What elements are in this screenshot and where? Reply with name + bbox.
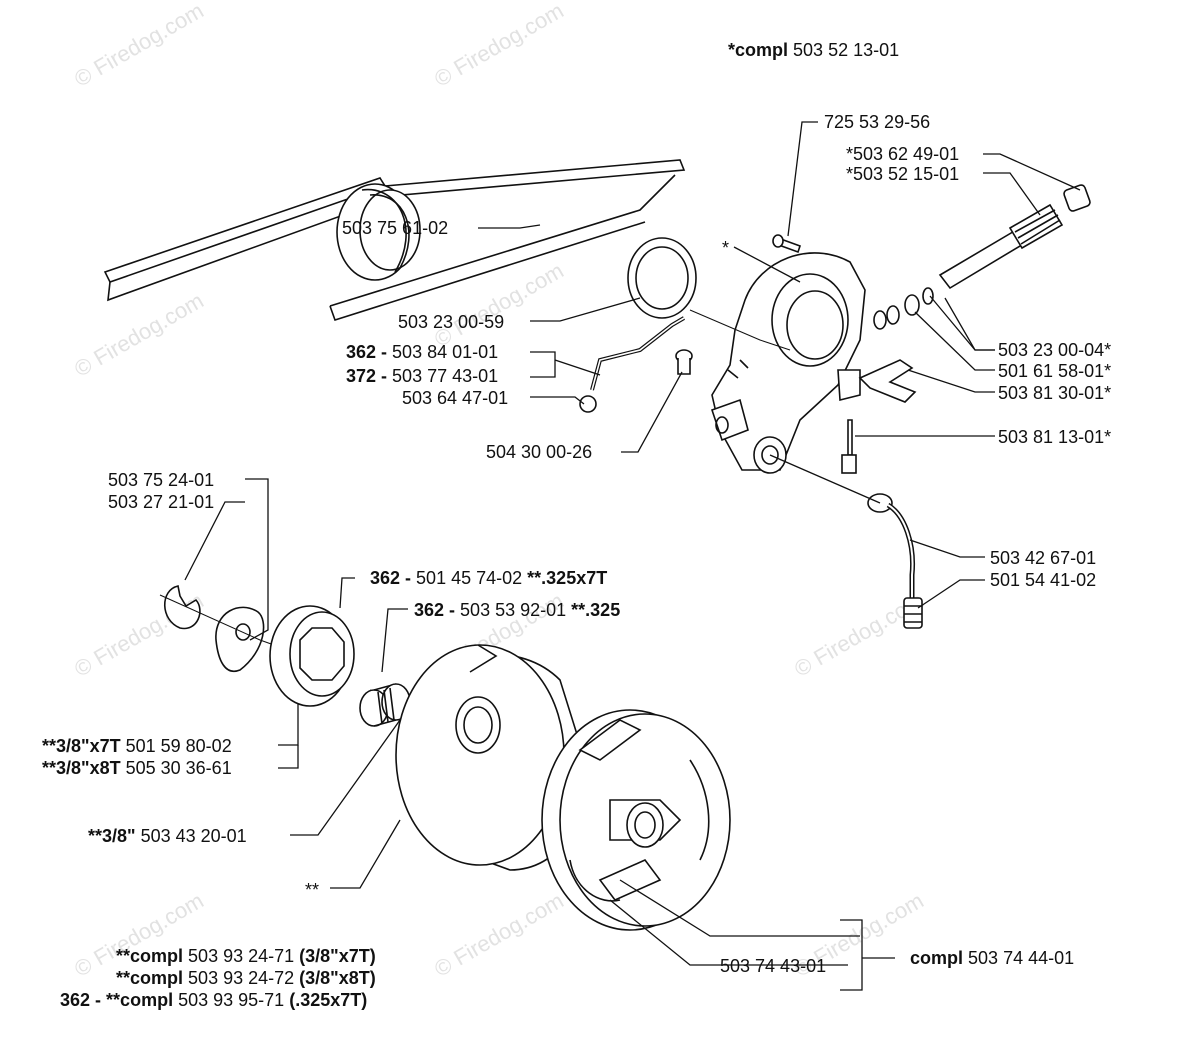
part-label: ** bbox=[305, 880, 320, 900]
oil-pipe-part bbox=[590, 316, 686, 391]
drive-plate-part bbox=[103, 159, 686, 321]
e-clip-part bbox=[164, 585, 201, 630]
part-label: *503 62 49-01 bbox=[846, 144, 960, 164]
compl-clutch-label: compl 503 74 44-01 bbox=[910, 948, 1075, 968]
part-label: 362 - 501 45 74-02 **.325x7T bbox=[370, 568, 608, 588]
part-label: 372 - 503 77 43-01 bbox=[346, 366, 499, 386]
seal-washers-part bbox=[873, 287, 934, 330]
part-label: 501 61 58-01* bbox=[998, 361, 1112, 381]
clutch-part bbox=[541, 709, 731, 931]
oil-pump-housing-part bbox=[710, 252, 866, 474]
part-label: 503 64 47-01 bbox=[402, 388, 509, 408]
pump-plunger-part bbox=[938, 184, 1091, 290]
part-label: 362 - 503 53 92-01 **.325 bbox=[414, 600, 621, 620]
o-ring-part bbox=[627, 237, 697, 319]
part-label: 503 81 30-01* bbox=[998, 383, 1112, 403]
part-label: 503 42 67-01 bbox=[990, 548, 1097, 568]
oil-hose-filter-part bbox=[867, 493, 923, 629]
part-label: 503 74 43-01 bbox=[720, 956, 827, 976]
nipple-part bbox=[675, 349, 693, 375]
part-label: 503 81 13-01* bbox=[998, 427, 1112, 447]
part-label: 501 54 41-02 bbox=[990, 570, 1097, 590]
part-label: 503 75 61-02 bbox=[342, 218, 449, 238]
part-label: 503 27 21-01 bbox=[108, 492, 215, 512]
footer-compl-label: **compl 503 93 24-71 (3/8"x7T) bbox=[116, 946, 376, 966]
part-label: **3/8" 503 43 20-01 bbox=[88, 826, 247, 846]
rim-sprocket-part bbox=[269, 605, 355, 707]
assembly-compl-label: *compl 503 52 13-01 bbox=[728, 40, 900, 60]
part-label: **3/8"x8T 505 30 36-61 bbox=[42, 758, 232, 778]
part-label: 504 30 00-26 bbox=[486, 442, 593, 462]
footer-compl-label: 362 - **compl 503 93 95-71 (.325x7T) bbox=[60, 990, 368, 1010]
part-label: 503 75 24-01 bbox=[108, 470, 215, 490]
washer-part bbox=[215, 606, 265, 673]
part-label: **3/8"x7T 501 59 80-02 bbox=[42, 736, 232, 756]
screw-part bbox=[772, 234, 802, 254]
footer-compl-label: **compl 503 93 24-72 (3/8"x8T) bbox=[116, 968, 376, 988]
bracket-part bbox=[858, 359, 917, 403]
part-label: * bbox=[722, 238, 730, 258]
part-label: 725 53 29-56 bbox=[824, 112, 931, 132]
clutch-drum-part bbox=[395, 644, 587, 871]
part-label: 503 23 00-04* bbox=[998, 340, 1112, 360]
part-label: 503 23 00-59 bbox=[398, 312, 505, 332]
part-label: *503 52 15-01 bbox=[846, 164, 960, 184]
leader-lines bbox=[184, 121, 1081, 991]
part-label: 362 - 503 84 01-01 bbox=[346, 342, 499, 362]
adjust-screw-part bbox=[841, 419, 857, 474]
